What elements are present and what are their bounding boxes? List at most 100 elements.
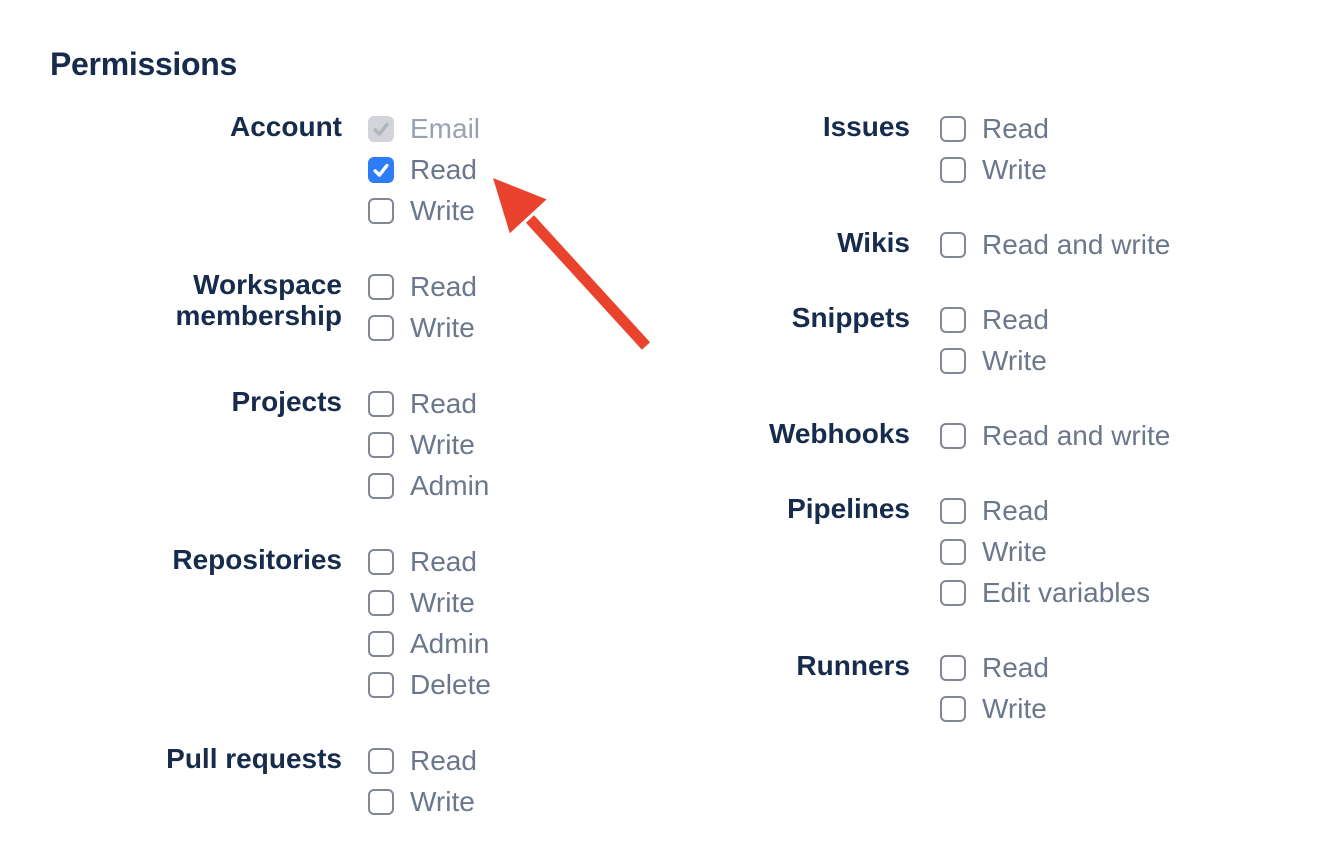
checkbox-unchecked-icon[interactable] — [368, 273, 394, 300]
permission-option[interactable]: Write — [368, 190, 480, 231]
option-label: Edit variables — [982, 576, 1151, 608]
checkbox-unchecked-icon[interactable] — [368, 197, 394, 224]
permission-group-label: Workspace membership — [175, 269, 343, 331]
checkbox-unchecked-icon[interactable] — [368, 431, 394, 458]
checkmark-icon — [373, 122, 389, 136]
permission-option[interactable]: Read and write — [940, 415, 1170, 456]
permission-group-label: Issues — [822, 111, 910, 142]
permission-option[interactable]: Read — [368, 266, 477, 307]
option-label: Read — [410, 545, 477, 577]
permission-option[interactable]: Read — [940, 108, 1049, 149]
option-label: Write — [982, 344, 1047, 376]
option-label: Read — [410, 270, 477, 302]
option-label: Email — [410, 112, 481, 144]
checkbox-unchecked-icon[interactable] — [940, 231, 966, 258]
permission-option[interactable]: Read — [368, 149, 480, 190]
checkbox-unchecked-icon[interactable] — [940, 497, 966, 524]
checkbox-unchecked-icon[interactable] — [940, 654, 966, 681]
checkbox-unchecked-icon[interactable] — [940, 306, 966, 333]
option-label: Read and write — [982, 419, 1171, 451]
permission-option[interactable]: Write — [368, 781, 477, 822]
checkbox-unchecked-icon[interactable] — [368, 548, 394, 575]
permission-group-label: Snippets — [791, 302, 910, 333]
permission-option[interactable]: Write — [940, 688, 1049, 729]
option-label: Read — [982, 303, 1049, 335]
checkbox-checked-disabled-icon — [368, 115, 394, 142]
checkbox-unchecked-icon[interactable] — [940, 422, 966, 449]
permission-option[interactable]: Write — [368, 307, 477, 348]
permission-group-label: Pull requests — [166, 743, 342, 774]
permission-option[interactable]: Read — [368, 541, 491, 582]
checkbox-unchecked-icon[interactable] — [940, 579, 966, 606]
permission-option[interactable]: Edit variables — [940, 572, 1150, 613]
option-label: Write — [982, 692, 1047, 724]
permission-option[interactable]: Write — [368, 424, 489, 465]
permission-group-label: Projects — [231, 386, 343, 417]
permission-option[interactable]: Read and write — [940, 224, 1170, 265]
permission-option[interactable]: Write — [940, 149, 1049, 190]
option-label: Read — [410, 387, 477, 419]
checkbox-unchecked-icon[interactable] — [368, 788, 394, 815]
permission-group-label: Wikis — [837, 227, 910, 258]
checkmark-icon — [373, 163, 389, 177]
permission-option[interactable]: Admin — [368, 623, 491, 664]
checkbox-unchecked-icon[interactable] — [368, 747, 394, 774]
checkbox-unchecked-icon[interactable] — [368, 671, 394, 698]
permission-group-label: Repositories — [172, 544, 342, 575]
option-label: Read — [982, 494, 1049, 526]
checkbox-unchecked-icon[interactable] — [940, 115, 966, 142]
option-label: Admin — [410, 469, 490, 501]
permission-option[interactable]: Read — [368, 383, 489, 424]
permission-group-label: Pipelines — [787, 493, 910, 524]
permission-option[interactable]: Read — [940, 647, 1049, 688]
permission-option: Email — [368, 108, 480, 149]
checkbox-unchecked-icon[interactable] — [368, 314, 394, 341]
checkbox-unchecked-icon[interactable] — [940, 695, 966, 722]
permission-option[interactable]: Admin — [368, 465, 489, 506]
checkbox-unchecked-icon[interactable] — [368, 630, 394, 657]
permission-group-label: Runners — [796, 650, 910, 681]
permission-option[interactable]: Write — [940, 531, 1150, 572]
permission-option[interactable]: Read — [940, 299, 1049, 340]
annotation-arrow-head — [493, 178, 547, 234]
permission-group-label: Webhooks — [768, 418, 910, 449]
option-label: Read and write — [982, 228, 1171, 260]
option-label: Read — [410, 153, 477, 185]
checkbox-unchecked-icon[interactable] — [368, 390, 394, 417]
permission-option[interactable]: Write — [368, 582, 491, 623]
option-label: Write — [410, 785, 475, 817]
permission-option[interactable]: Write — [940, 340, 1049, 381]
permission-option[interactable]: Read — [368, 740, 477, 781]
permission-group-right-1: Wikis Read and write — [620, 224, 1170, 265]
checkbox-unchecked-icon[interactable] — [368, 472, 394, 499]
checkbox-checked-icon[interactable] — [368, 156, 394, 183]
option-label: Write — [982, 153, 1047, 185]
option-label: Write — [410, 586, 475, 618]
checkbox-unchecked-icon[interactable] — [940, 347, 966, 374]
checkbox-unchecked-icon[interactable] — [368, 589, 394, 616]
permission-option[interactable]: Read — [940, 490, 1150, 531]
option-label: Write — [410, 311, 475, 343]
permission-option[interactable]: Delete — [368, 664, 491, 705]
permission-options: Read and write — [940, 224, 1170, 265]
checkbox-unchecked-icon[interactable] — [940, 538, 966, 565]
checkbox-unchecked-icon[interactable] — [940, 156, 966, 183]
option-label: Read — [410, 744, 477, 776]
